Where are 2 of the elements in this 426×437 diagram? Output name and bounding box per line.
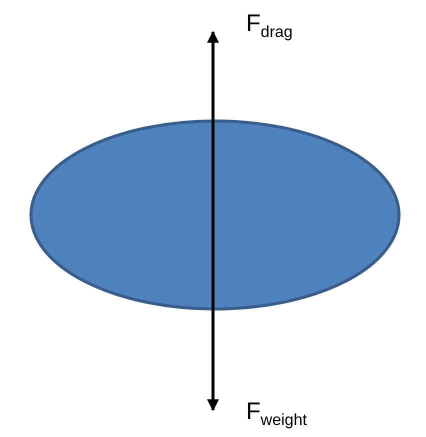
force-label: F$_{weight}$ — [246, 398, 307, 431]
force-label: F$_{drag}$ — [246, 10, 293, 43]
